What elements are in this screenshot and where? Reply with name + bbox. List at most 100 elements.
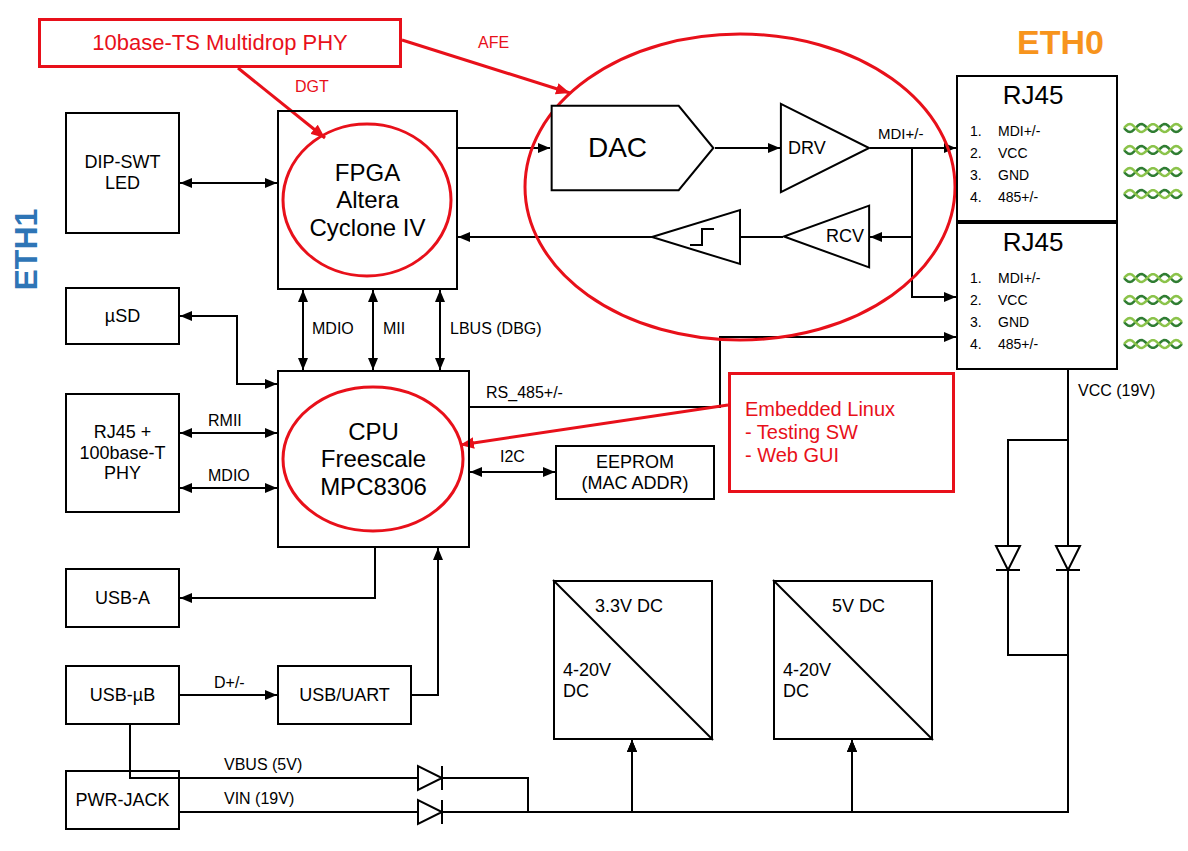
diode-symbol (418, 766, 442, 790)
connector (460, 405, 728, 445)
connector (715, 147, 780, 149)
eeprom-box: EEPROM (MAC ADDR) (555, 445, 715, 500)
dac-block-outline (552, 106, 714, 190)
diode-bar (441, 800, 443, 824)
connector (458, 147, 550, 149)
node-text: 485+/- (998, 336, 1038, 352)
rj45-connector: RJ451.MDI+/-2.VCC3.GND4.485+/- (956, 222, 1118, 370)
connector (412, 548, 438, 695)
twisted-pair-wire (1124, 146, 1182, 154)
dcdc-converter: 5V DC4-20V DC (773, 580, 933, 740)
node-text: 4-20V DC (563, 660, 623, 701)
callout-box: Embedded Linux- Testing SW- Web GUI (728, 372, 955, 493)
node-text: RCV (826, 226, 864, 247)
connector (180, 694, 277, 696)
connector-label: I2C (498, 448, 527, 466)
phy-box: RJ45 + 100base-T PHY (65, 393, 180, 513)
node-text: 4-20V DC (783, 660, 843, 701)
dac-block: DAC (550, 105, 715, 191)
twisted-pair-wire (1124, 124, 1182, 132)
twisted-pair-wire (1124, 168, 1182, 176)
diode-symbol (1056, 546, 1080, 570)
connector (470, 471, 555, 473)
twisted-pair-wire (1124, 318, 1182, 326)
node-text: USB/UART (299, 685, 390, 706)
node-text: µSD (105, 306, 140, 327)
node-text: RJ45 (958, 228, 1108, 258)
connector (180, 432, 277, 434)
connector (130, 725, 852, 812)
node-text: - Testing SW (745, 421, 858, 444)
driver-triangle-outline (781, 104, 869, 192)
driver-triangle: DRV (780, 103, 870, 193)
callout-box: 10base-TS Multidrop PHY (38, 18, 402, 68)
twisted-pair-wire (1124, 296, 1182, 304)
twisted-pair-wire (1124, 190, 1182, 198)
connector (870, 148, 956, 297)
twisted-pair-wire (1124, 146, 1182, 154)
node-text: FPGA Altera Cyclone IV (305, 159, 430, 242)
node-text: MDI+/- (998, 123, 1040, 139)
diode-symbol (418, 800, 442, 824)
node-text: 1. (970, 123, 982, 139)
node-text: PWR-JACK (76, 790, 170, 811)
connector (180, 740, 852, 812)
receiver-triangle: RCV (783, 205, 870, 268)
node-text: DAC (588, 132, 647, 164)
twisted-pair-wire (1124, 296, 1182, 304)
twisted-pair-wire (1124, 168, 1182, 176)
node-text: GND (998, 167, 1029, 183)
twisted-pair-wire (1124, 274, 1182, 282)
connector (372, 290, 374, 370)
connector-label: D+/- (212, 674, 247, 692)
diode-bar (441, 766, 443, 790)
connector-label: DGT (293, 78, 331, 96)
twisted-pair-wire (1124, 340, 1182, 348)
fpga-box: FPGA Altera Cyclone IV (277, 110, 458, 290)
connector-label: VIN (19V) (222, 790, 296, 808)
node-text: VCC (998, 292, 1028, 308)
connector-label: VCC (19V) (1076, 382, 1157, 400)
node-text: 3. (970, 314, 982, 330)
cpu-box: CPU Freescale MPC8306 (277, 370, 470, 548)
usb-box: USB-µB (65, 665, 180, 725)
node-text: 485+/- (998, 189, 1038, 205)
comparator-symbol (652, 210, 740, 264)
connector (180, 182, 277, 184)
node-text: EEPROM (MAC ADDR) (575, 452, 695, 493)
converter-diagonal (553, 580, 713, 740)
dgt-ellipse (283, 124, 451, 276)
connector (302, 290, 304, 370)
node-text: GND (998, 314, 1029, 330)
connector-label: MDIO (310, 320, 356, 338)
callout-tag: AFE (476, 34, 511, 52)
node-text: USB-A (95, 588, 150, 609)
node-text: 2. (970, 292, 982, 308)
port-title: ETH1 (9, 193, 44, 307)
power-jack-box: PWR-JACK (65, 770, 180, 830)
connector (632, 370, 1068, 812)
afe-ellipse (525, 34, 955, 340)
node-text: MDI+/- (998, 270, 1040, 286)
twisted-pair-icons (1124, 124, 1182, 348)
storage-box: µSD (65, 287, 180, 345)
connector-label: RS_485+/- (484, 384, 565, 402)
connector (180, 740, 632, 812)
node-text: 4. (970, 189, 982, 205)
node-text: 1. (970, 270, 982, 286)
connector-label: RMII (206, 412, 244, 430)
schmitt-step (690, 229, 714, 245)
connector (180, 316, 277, 384)
node-text: CPU Freescale MPC8306 (311, 418, 436, 501)
io-box: DIP-SWT LED (65, 112, 180, 234)
diode-symbol (996, 546, 1020, 570)
dcdc-converter: 3.3V DC4-20V DC (553, 580, 713, 740)
bridge-box: USB/UART (277, 665, 412, 725)
cpu-ellipse (283, 387, 463, 531)
connector (180, 548, 375, 598)
connector (852, 370, 1068, 812)
node-text: 2. (970, 145, 982, 161)
connector (180, 487, 277, 489)
receiver-triangle-outline (784, 206, 869, 268)
